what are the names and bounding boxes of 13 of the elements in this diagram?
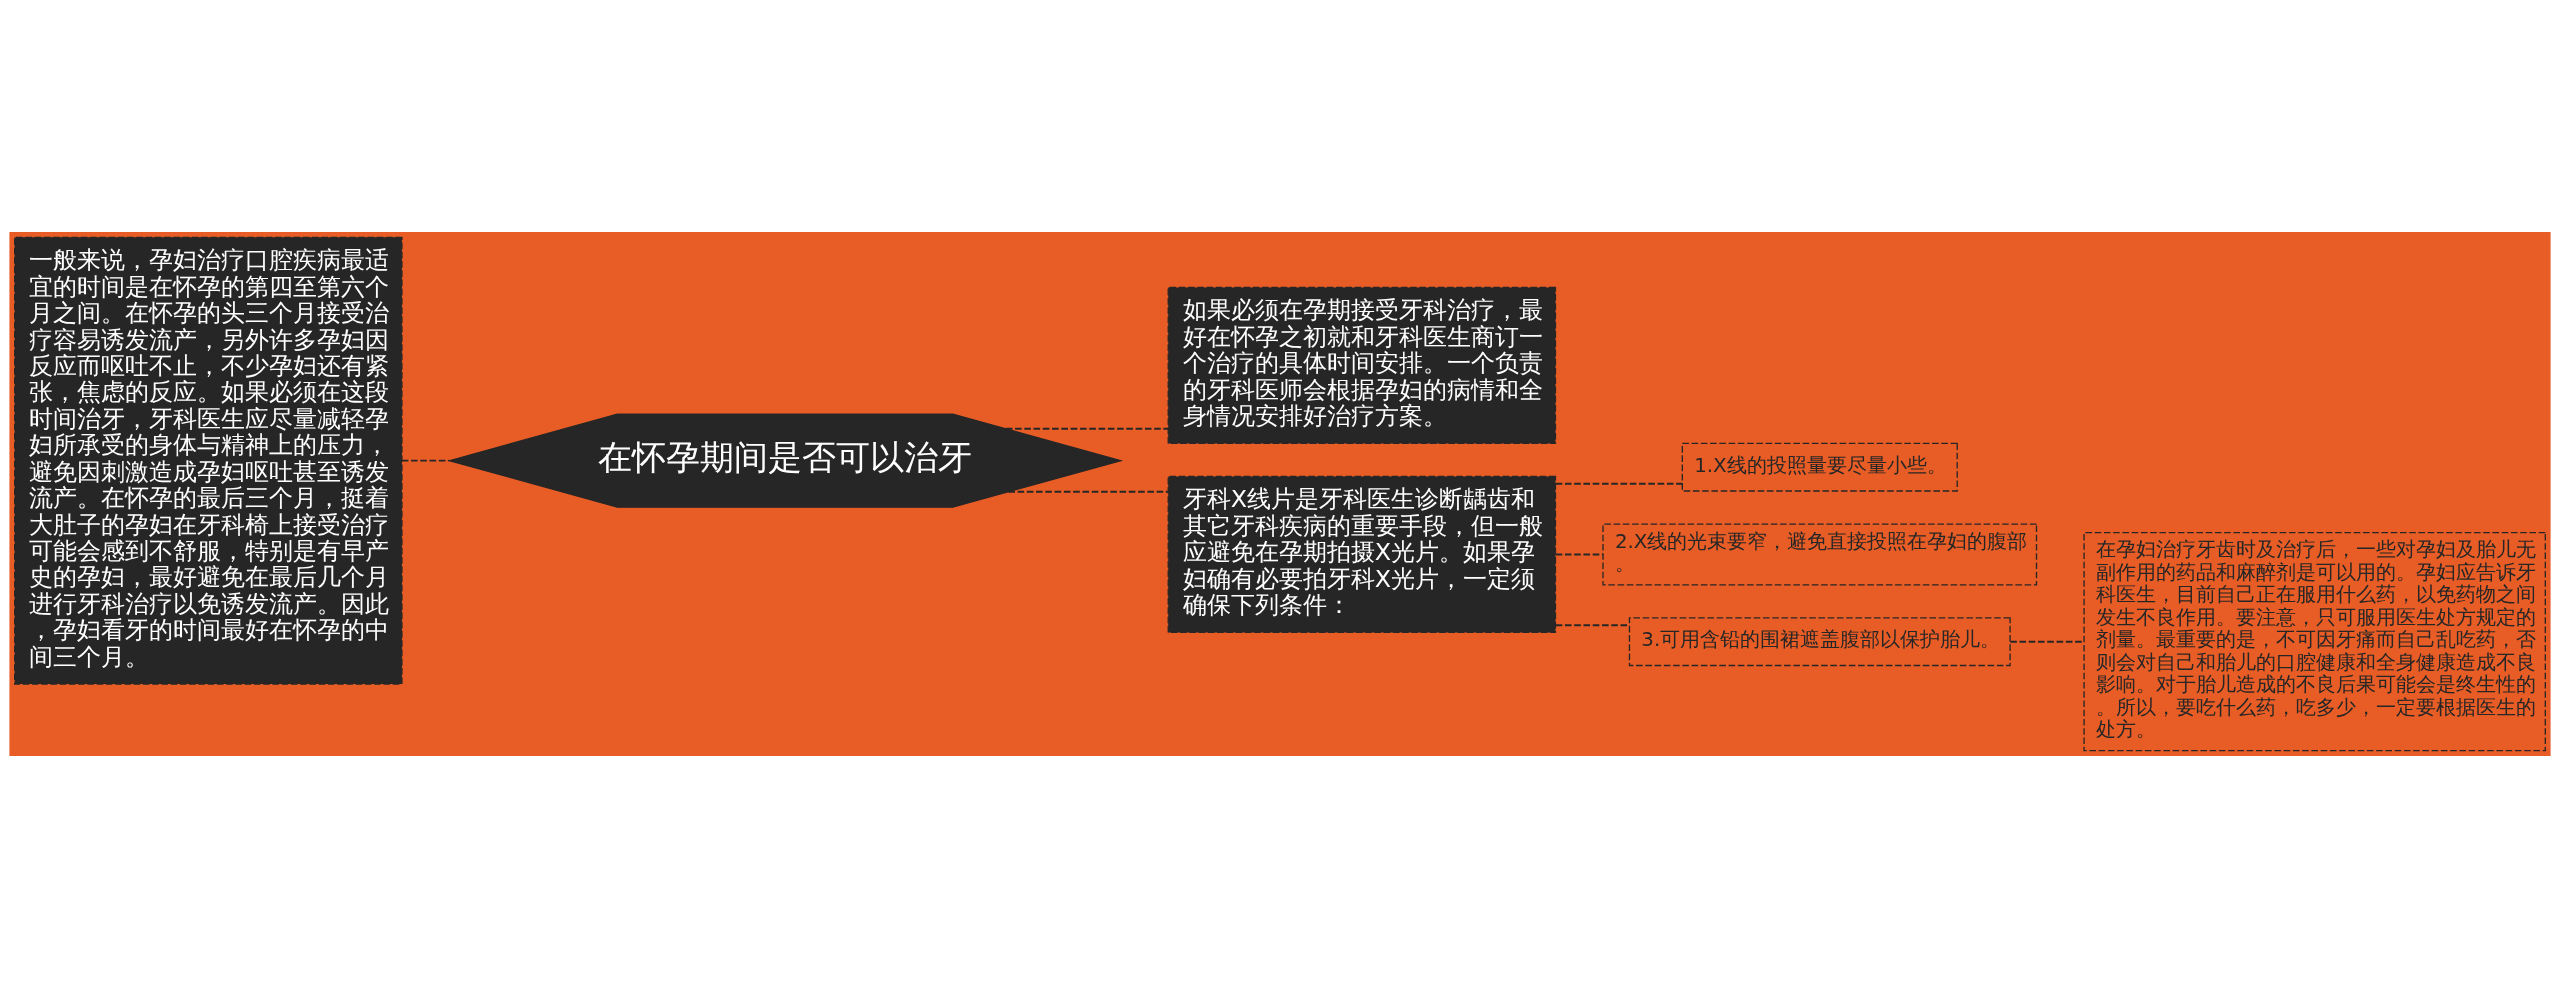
node-box: 一般来说，孕妇治疗口腔疾病最适宜的时间是在怀孕的第四至第六个月之间。在怀孕的头三个月接受治疗容易诱发流产，另外许多孕妇因反应而呕吐不止，不少孕妇还有紧张，焦虑的反应。如果必须在这段时间治牙，牙科医生应尽量减轻孕妇所承受的身体与精神上的压力，避免因刺激造成孕妇呕吐甚至诱发流产。在怀孕的最后三个月，挺着大肚子的孕妇在牙科椅上接受治疗可能会感到不舒服，特别是有早产史的孕妇，最好避免在最后几个月进行牙科治疗以免诱发流产。因此，孕妇看牙的时间最好在怀孕的中间三个月。 bbox=[14, 236, 403, 685]
node-box: 2.X线的光束要窄，避免直接投照在孕妇的腹部。 bbox=[1602, 523, 2038, 586]
connector bbox=[2009, 640, 2085, 643]
node-box: 3.可用含铅的围裙遮盖腹部以保护胎儿。 bbox=[1628, 617, 2011, 667]
connector bbox=[1554, 482, 1684, 485]
node-box: 1.X线的投照量要尽量小些。 bbox=[1681, 442, 1958, 492]
connector bbox=[1554, 553, 1604, 556]
connector bbox=[1007, 490, 1169, 493]
node-box: 牙科X线片是牙科医生诊断龋齿和其它牙科疾病的重要手段，但一般应避免在孕期拍摄X光片。如果孕妇确有必要拍牙科X光片，一定须确保下列条件： bbox=[1167, 475, 1557, 634]
connector bbox=[1005, 427, 1170, 430]
node-box: 如果必须在孕期接受牙科治疗，最好在怀孕之初就和牙科医生商订一个治疗的具体时间安排。一个负责的牙科医师会根据孕妇的病情和全身情况安排好治疗方案。 bbox=[1167, 286, 1557, 445]
connector bbox=[401, 459, 451, 462]
node-box: 在孕妇治疗牙齿时及治疗后，一些对孕妇及胎儿无副作用的药品和麻醉剂是可以用的。孕妇应告诉牙科医生，目前自己正在服用什么药，以免药物之间发生不良作用。要注意，只可服用医生处方规定的剂量。最重要的是，不可因牙痛而自己乱吃药，否则会对自己和胎儿的口腔健康和全身健康造成不良影响。对于胎儿造成的不良后果可能会是终生性的。所以，要吃什么药，吃多少，一定要根据医生的处方。 bbox=[2083, 532, 2546, 752]
